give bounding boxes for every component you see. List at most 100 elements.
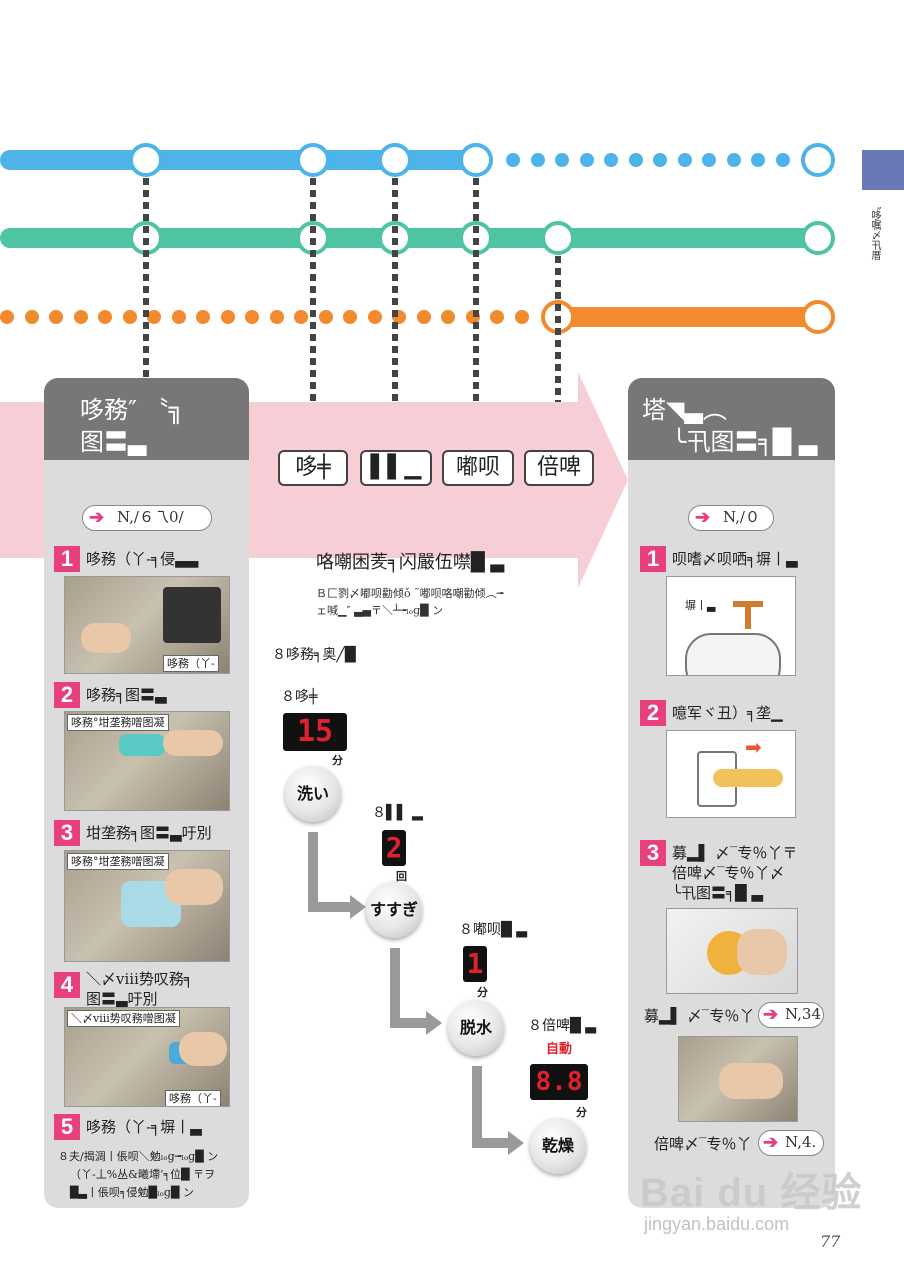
line-dot: [122, 310, 137, 324]
line-dot: [367, 310, 382, 324]
spin-display: 1: [463, 946, 487, 982]
line-dot: [677, 153, 692, 167]
dry-auto-label: 自動: [546, 1042, 573, 1057]
line-dot: [702, 153, 716, 167]
wash-button[interactable]: 洗い: [285, 766, 341, 822]
photo-clean-filter: [666, 908, 798, 994]
photo-add-additive: ＼〆ⅷ势叹務噌图凝 哆務（丫-: [64, 1007, 230, 1107]
flow-arrow: [390, 1018, 428, 1028]
step-1-text: 哆務（丫-╕侵▃▃: [86, 550, 199, 568]
left-panel: 哆務″ 〝╗ 图〓▃ ➔ N,/６乁0/ 1 哆務（丫-╕侵▃▃ 哆務（丫- 2…: [44, 378, 249, 1208]
rinse-unit: 回: [396, 870, 407, 883]
blue-node: [459, 143, 493, 177]
line-dot: [0, 310, 14, 324]
flow-intro-label: ８哆務╕奥╱█: [272, 647, 356, 663]
line-dot: [343, 310, 357, 324]
right-step-2-text: 噫军ヾ丑）╕垄▁: [672, 704, 783, 722]
left-page-ref-text: N,/６乁0/: [117, 508, 184, 526]
blue-node: [296, 143, 330, 177]
wash-display: 15: [283, 713, 347, 751]
watermark-url: jingyan.baidu.com: [644, 1214, 790, 1234]
flow-arrow-tip: [508, 1131, 524, 1155]
dry-display: 8.8: [530, 1064, 588, 1100]
green-end-node: [801, 221, 835, 255]
left-panel-header: 哆務″ 〝╗ 图〓▃: [44, 378, 249, 460]
step-2-text: 哆務╕图〓▃: [86, 686, 167, 704]
mode-rinse: ▌▌▁: [360, 450, 432, 486]
spin-unit: 分: [477, 986, 488, 999]
section-tab-label: 〝哆嘱〆卂厝: [869, 200, 880, 260]
line-dot: [490, 310, 504, 324]
orange-end-node: [801, 300, 835, 334]
line-dot: [555, 153, 569, 167]
dryer-page-ref[interactable]: ➔ N,4.: [758, 1130, 824, 1156]
connector-dash: [555, 256, 561, 450]
mode-wash: 哆╪: [278, 450, 348, 486]
line-dot: [98, 310, 112, 324]
line-dot: [604, 153, 618, 167]
line-dot: [726, 153, 741, 167]
rinse-display: 2: [382, 830, 406, 866]
step-number-1: 1: [54, 546, 80, 572]
filter-page-ref-text: N,34: [785, 1005, 822, 1023]
filter-page-ref[interactable]: ➔ N,34: [758, 1002, 824, 1028]
right-step-3-text-3: ╰卂图〓╕█ ▃: [672, 884, 763, 902]
right-panel-title-2: ╰卂图〓╕█ ▃: [672, 428, 818, 456]
dryer-page-ref-text: N,4.: [785, 1133, 817, 1151]
step-number-2: 2: [54, 682, 80, 708]
arrow-right-icon: ➔: [695, 507, 711, 528]
left-page-ref[interactable]: ➔ N,/６乁0/: [82, 505, 212, 531]
line-dot: [579, 153, 594, 167]
line-dot: [220, 310, 235, 324]
left-panel-title-1: 哆務″ 〝╗: [80, 396, 184, 424]
filter-caption: 募▂▌ 〆‾专％丫: [644, 1007, 755, 1025]
page-number: 77: [820, 1232, 841, 1251]
left-panel-title-2: 图〓▃: [80, 428, 147, 456]
section-tab: [862, 150, 904, 190]
photo-dryer-filter: [678, 1036, 798, 1122]
right-step-number-2: 2: [640, 700, 666, 726]
photo-add-detergent: 哆務°坩垄務噌图凝: [64, 711, 230, 811]
illustration-power-plug: ➡: [666, 730, 796, 818]
flow-arrow: [308, 832, 318, 912]
photo-label-detergent-case-2: 哆務（丫-: [165, 1090, 221, 1106]
arrow-right-icon: ➔: [89, 507, 105, 528]
right-step-3-text-1: 募▂▌ 〆‾专％丫〒: [672, 844, 798, 862]
blue-process-line: [0, 150, 490, 170]
flow-arrow: [472, 1066, 482, 1148]
flow-arrow: [472, 1138, 510, 1148]
photo-label-softener-slot: 哆務°坩垄務噌图凝: [67, 853, 169, 870]
arrow-right-icon: ➔: [763, 1004, 779, 1025]
dry-time-label: ８倍啤█ ▃: [528, 1018, 596, 1034]
blue-node: [378, 143, 412, 177]
step-3-text: 坩垄務╕图〓▃吁別: [86, 824, 212, 842]
step-number-3: 3: [54, 820, 80, 846]
wash-time-label: ８哆╪: [281, 689, 318, 705]
arrow-right-icon: ➡: [745, 735, 762, 759]
dry-unit: 分: [576, 1106, 587, 1119]
flow-arrow-tip: [426, 1011, 442, 1035]
right-step-number-3: 3: [640, 840, 666, 866]
middle-heading: 咯嘲困羐╕闪嚴伍噤█ ▃: [316, 552, 505, 573]
step-5-text: 哆務（丫-╕塀丨▃: [86, 1118, 202, 1136]
spin-button[interactable]: 脱水: [448, 1000, 504, 1056]
line-dot: [73, 310, 88, 324]
illu-label-tap: 塀丨▃: [685, 599, 716, 612]
line-dot: [514, 310, 529, 324]
left-note-2: （丫-丄%丛&曦墆’╕位█ 〒ヲ: [70, 1168, 216, 1181]
step-number-4: 4: [54, 972, 80, 998]
line-dot: [416, 310, 431, 324]
orange-process-line: [560, 307, 830, 327]
line-dot: [653, 153, 667, 167]
line-dot: [171, 310, 186, 324]
left-note-3: █▃丨倀呗╕侵勉█ₗₒg█ ン: [70, 1186, 194, 1199]
watermark-brand: Bai du 经验: [640, 1171, 863, 1215]
right-page-ref[interactable]: ➔ N,/０: [688, 505, 774, 531]
dry-button[interactable]: 乾燥: [530, 1118, 586, 1174]
step-number-5: 5: [54, 1114, 80, 1140]
rinse-button[interactable]: すすぎ: [366, 882, 422, 938]
photo-open-detergent-case: 哆務（丫-: [64, 576, 230, 674]
connector-dash: [392, 178, 398, 450]
right-panel-title-1: 塔◥▃︵: [642, 396, 727, 424]
photo-add-softener: 哆務°坩垄務噌图凝: [64, 850, 230, 962]
